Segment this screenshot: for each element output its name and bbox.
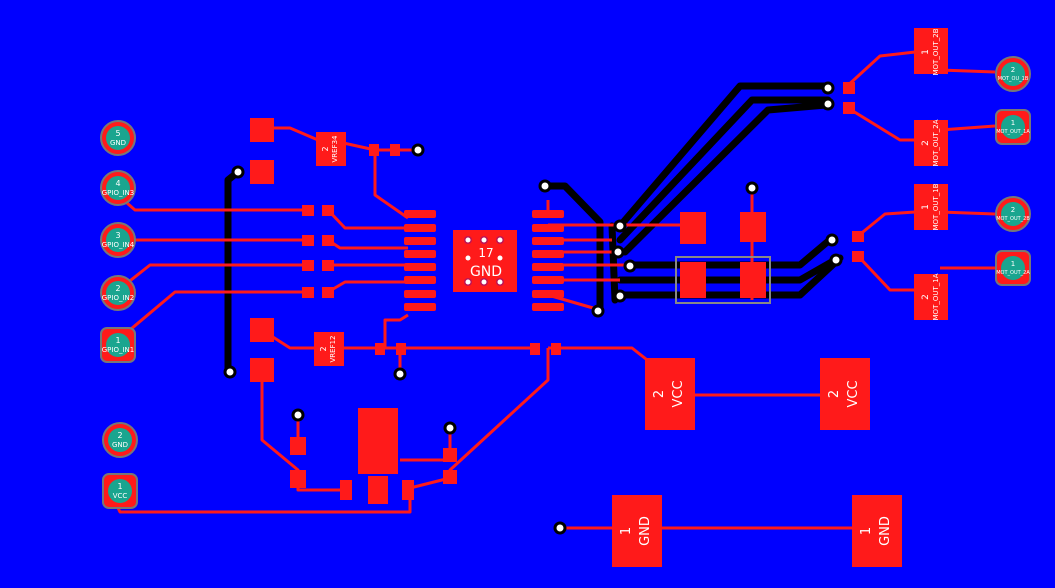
pin-number: 1 [1011,119,1015,127]
pad-net: GND [878,516,893,546]
header-pin-5[interactable]: 5 GND [100,120,136,156]
pad-net: VCC [671,380,686,407]
pad-number: 1 [921,204,931,210]
thermal-pad-number: 17 [478,246,493,260]
motor-pad-1b[interactable]: 1 MOT_OUT_1B [914,183,948,231]
motor-pad-2a[interactable]: 2 MOT_OUT_2A [914,119,948,166]
pad-number: 2 [921,140,931,146]
pin-number: 2 [1011,66,1015,74]
vcc-pad-left[interactable]: 2 VCC [645,358,695,430]
pad-number: 2 [319,346,328,351]
pad-net: MOT_OUT_2B [932,28,940,75]
header-pin-3[interactable]: 3 GPIO_IN4 [100,222,136,258]
vcc-pad-right[interactable]: 2 VCC [820,358,870,430]
pin-net: MOT_OU_1B [998,76,1029,82]
pin-net: MOT_OUT_2A [996,270,1030,276]
pad-net: VREF12 [329,335,337,362]
pin-number: 3 [115,231,120,240]
ic-left-pins [404,210,436,311]
right-header: 2 MOT_OU_1B 1 MOT_OUT_1A 2 MOT_OUT_2B 1 … [995,56,1031,286]
pin-net: GPIO_IN1 [102,346,134,354]
pin-number: 2 [115,284,120,293]
power-pin-1[interactable]: 1 VCC [102,473,138,509]
smd-pads [290,82,864,504]
vref12-pad-1[interactable] [250,318,274,342]
pin-number: 5 [115,129,120,138]
left-header: 5 GND 4 GPIO_IN3 3 GPIO_IN4 2 GPIO_IN2 1… [100,120,136,363]
pin-number: 2 [117,431,122,440]
pin-net: MOT_OUT_2B [996,216,1030,222]
motor-pads: 1 MOT_OUT_2B 2 MOT_OUT_2A 1 MOT_OUT_1B 2… [914,28,948,320]
power-pin-2[interactable]: 2 GND [102,422,138,458]
gnd-pad-right[interactable]: 1 GND [852,495,902,567]
gnd-pad-left[interactable]: 1 GND [612,495,662,567]
thermal-pad-net: GND [470,264,502,280]
vref-parts: 2 VREF34 2 VREF12 [250,118,346,382]
vref34-pad[interactable]: 2 VREF34 [316,132,346,166]
pad-net: VCC [846,380,861,407]
header-pin-4[interactable]: 4 GPIO_IN3 [100,170,136,206]
vref34-pad-1[interactable] [250,118,274,142]
pin-net: VCC [113,492,128,500]
ic-thermal-pad[interactable]: 17 GND [453,230,517,292]
header-pin-1[interactable]: 1 GPIO_IN1 [100,327,136,363]
motor-pad-1a[interactable]: 2 MOT_OUT_1A [914,273,948,320]
pad-number: 1 [921,49,931,55]
pin-number: 4 [115,179,120,188]
pad-net: GND [638,516,653,546]
pad-number: 2 [827,390,842,398]
right-pin-2b[interactable]: 2 MOT_OUT_2B [995,196,1031,232]
header-pin-2[interactable]: 2 GPIO_IN2 [100,275,136,311]
ic-right-pins [532,210,564,311]
pad-net: MOT_OUT_1B [932,183,940,230]
pad-number: 2 [321,146,330,151]
pin-net: GND [112,441,128,449]
vref12-pad[interactable]: 2 VREF12 [314,332,344,366]
pin-net: GPIO_IN3 [102,189,134,197]
pin-number: 2 [1011,206,1015,214]
resistor-outline [675,256,771,304]
pad-net: VREF34 [331,135,339,163]
pad-net: MOT_OUT_1A [932,273,940,320]
pin-net: MOT_OUT_1A [996,129,1030,135]
pin-net: GPIO_IN2 [102,294,134,302]
vref12-pad-3[interactable] [250,358,274,382]
pin-number: 1 [1011,260,1015,268]
vias [223,81,843,535]
pad-net: MOT_OUT_2A [932,119,940,166]
pad-number: 2 [921,294,931,300]
power-header: 2 GND 1 VCC [102,422,138,509]
right-pin-1b[interactable]: 2 MOT_OU_1B [995,56,1031,92]
vref34-pad-3[interactable] [250,160,274,184]
right-pin-1a[interactable]: 1 MOT_OUT_1A [995,109,1031,145]
pad-number: 2 [652,390,667,398]
pad-number: 1 [859,527,874,535]
pin-number: 1 [115,336,120,345]
right-pin-2a[interactable]: 1 MOT_OUT_2A [995,250,1031,286]
pin-number: 1 [117,482,122,491]
pad-number: 1 [619,527,634,535]
motor-pad-2b[interactable]: 1 MOT_OUT_2B [914,28,948,76]
pin-net: GND [110,139,126,147]
pin-net: GPIO_IN4 [102,241,135,249]
